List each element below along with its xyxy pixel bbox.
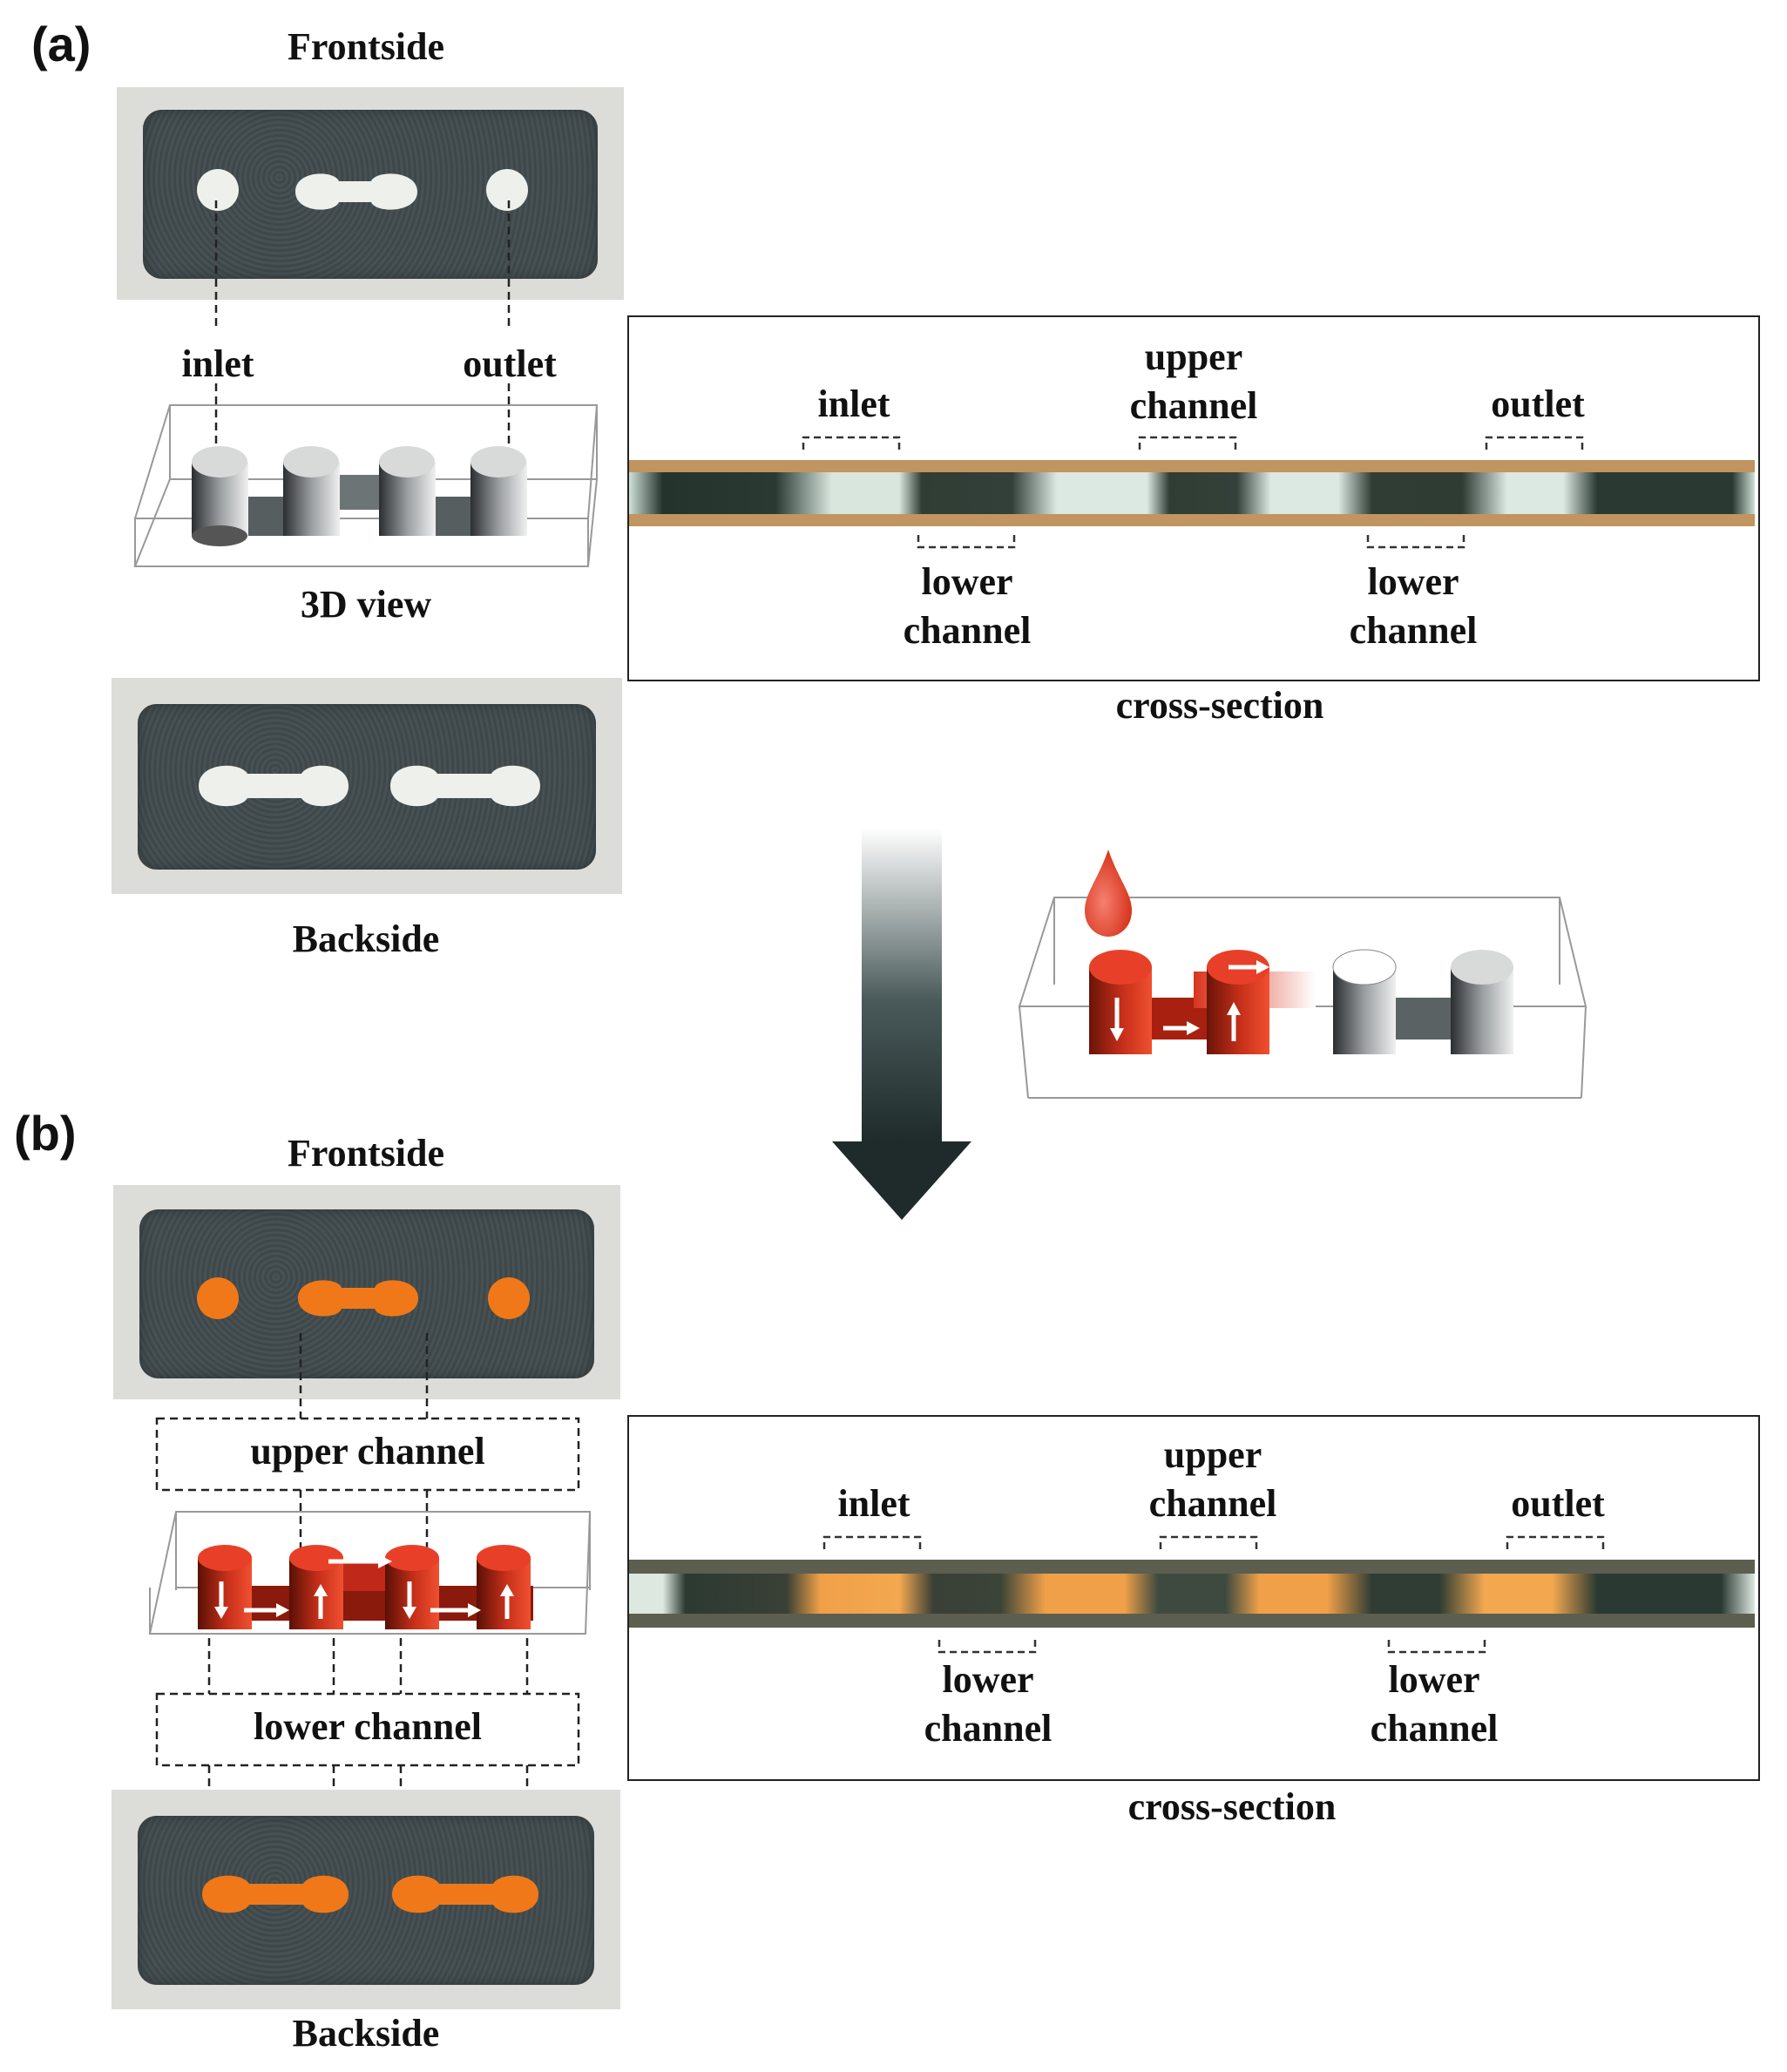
- panel-b-xsec-caption: cross-section: [1127, 1785, 1337, 1828]
- panel-a-inlet-label: inlet: [181, 342, 254, 385]
- panel-a-xsec-lower-left-label: lower channel: [903, 560, 1032, 652]
- panel-b-upper-channel-label: upper channel: [250, 1430, 485, 1473]
- panel-a-frontside-title: Frontside: [287, 25, 445, 68]
- panel-b-xsec-outlet-label: outlet: [1511, 1482, 1605, 1525]
- panel-a-xsec-lower-right-label: lower channel: [1349, 560, 1478, 652]
- panel-a-backside-title: Backside: [292, 918, 440, 960]
- transition-arrow-icon: [832, 828, 971, 1220]
- panel-a-backside-photo: [112, 678, 622, 894]
- panel-a-xsec-upper-label: upper channel: [1129, 335, 1258, 427]
- panel-a-cross-section-strip: [629, 460, 1755, 526]
- panel-b-3d-view: [148, 1511, 592, 1635]
- panel-b-xsec-lower-left-label: lower channel: [924, 1658, 1053, 1750]
- droplet-3d-view: [1018, 850, 1587, 1099]
- panel-b-label: (b): [14, 1106, 77, 1161]
- panel-a-outlet-label: outlet: [463, 342, 557, 385]
- panel-b-frontside-title: Frontside: [287, 1132, 445, 1175]
- panel-a-xsec-outlet-label: outlet: [1491, 383, 1585, 425]
- panel-b-frontside-photo: [113, 1185, 620, 1399]
- panel-b-cross-section-strip: [629, 1560, 1755, 1628]
- panel-a-xsec-inlet-label: inlet: [817, 383, 890, 425]
- panel-a-frontside-photo: [117, 87, 624, 300]
- panel-a-label: (a): [31, 17, 91, 71]
- panel-b-backside-photo: [112, 1790, 620, 2009]
- panel-b-xsec-lower-right-label: lower channel: [1370, 1658, 1499, 1750]
- panel-b-xsec-inlet-label: inlet: [837, 1482, 910, 1525]
- panel-a-3d-view: [133, 404, 599, 567]
- panel-b-lower-channel-label: lower channel: [254, 1705, 482, 1748]
- panel-a-3d-view-label: 3D view: [300, 583, 432, 626]
- panel-a-xsec-caption: cross-section: [1115, 684, 1324, 727]
- panel-b-backside-title: Backside: [292, 2012, 440, 2055]
- panel-b-xsec-upper-label: upper channel: [1148, 1433, 1277, 1525]
